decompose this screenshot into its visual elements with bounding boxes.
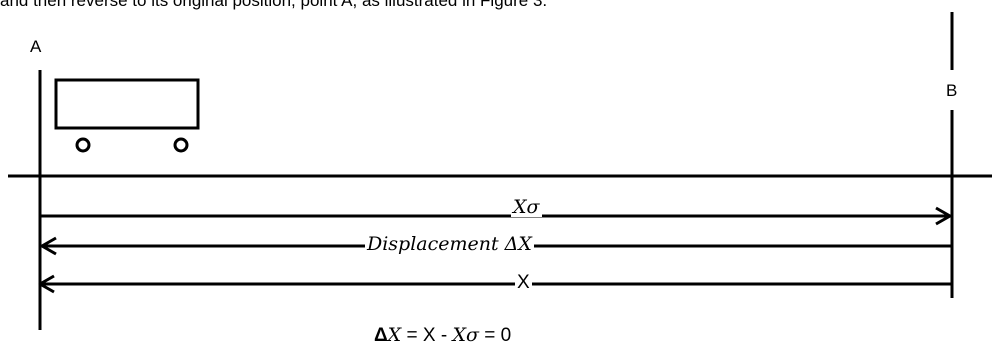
point-b-label: B — [946, 81, 958, 100]
displacement-equation: ΔX = X - Xσ = 0 — [374, 323, 511, 348]
equation-lhs-var: X — [387, 324, 402, 346]
final-position-label: X — [515, 272, 532, 293]
equation-x: X — [422, 325, 436, 346]
cart-body — [54, 78, 200, 130]
point-a-label: A — [30, 37, 42, 56]
displacement-label-text: Displacement ΔX — [367, 233, 532, 255]
equation-x0: Xσ — [452, 324, 479, 346]
cart-wheel-left — [75, 137, 91, 153]
equation-equals-zero: = 0 — [484, 325, 512, 346]
initial-position-arrowhead — [935, 206, 952, 226]
displacement-label: Displacement ΔX — [365, 234, 534, 254]
cart-wheel-right — [173, 137, 189, 153]
equation-delta: Δ — [374, 325, 388, 346]
figure-caption: and then reverse to its original positio… — [0, 0, 548, 10]
displacement-arrowhead — [40, 236, 57, 256]
equation-equals: = — [406, 325, 418, 346]
equation-minus: - — [440, 325, 448, 346]
cart-icon — [54, 78, 200, 153]
initial-position-label: Xσ — [511, 196, 542, 218]
final-position-arrowhead — [38, 274, 55, 294]
